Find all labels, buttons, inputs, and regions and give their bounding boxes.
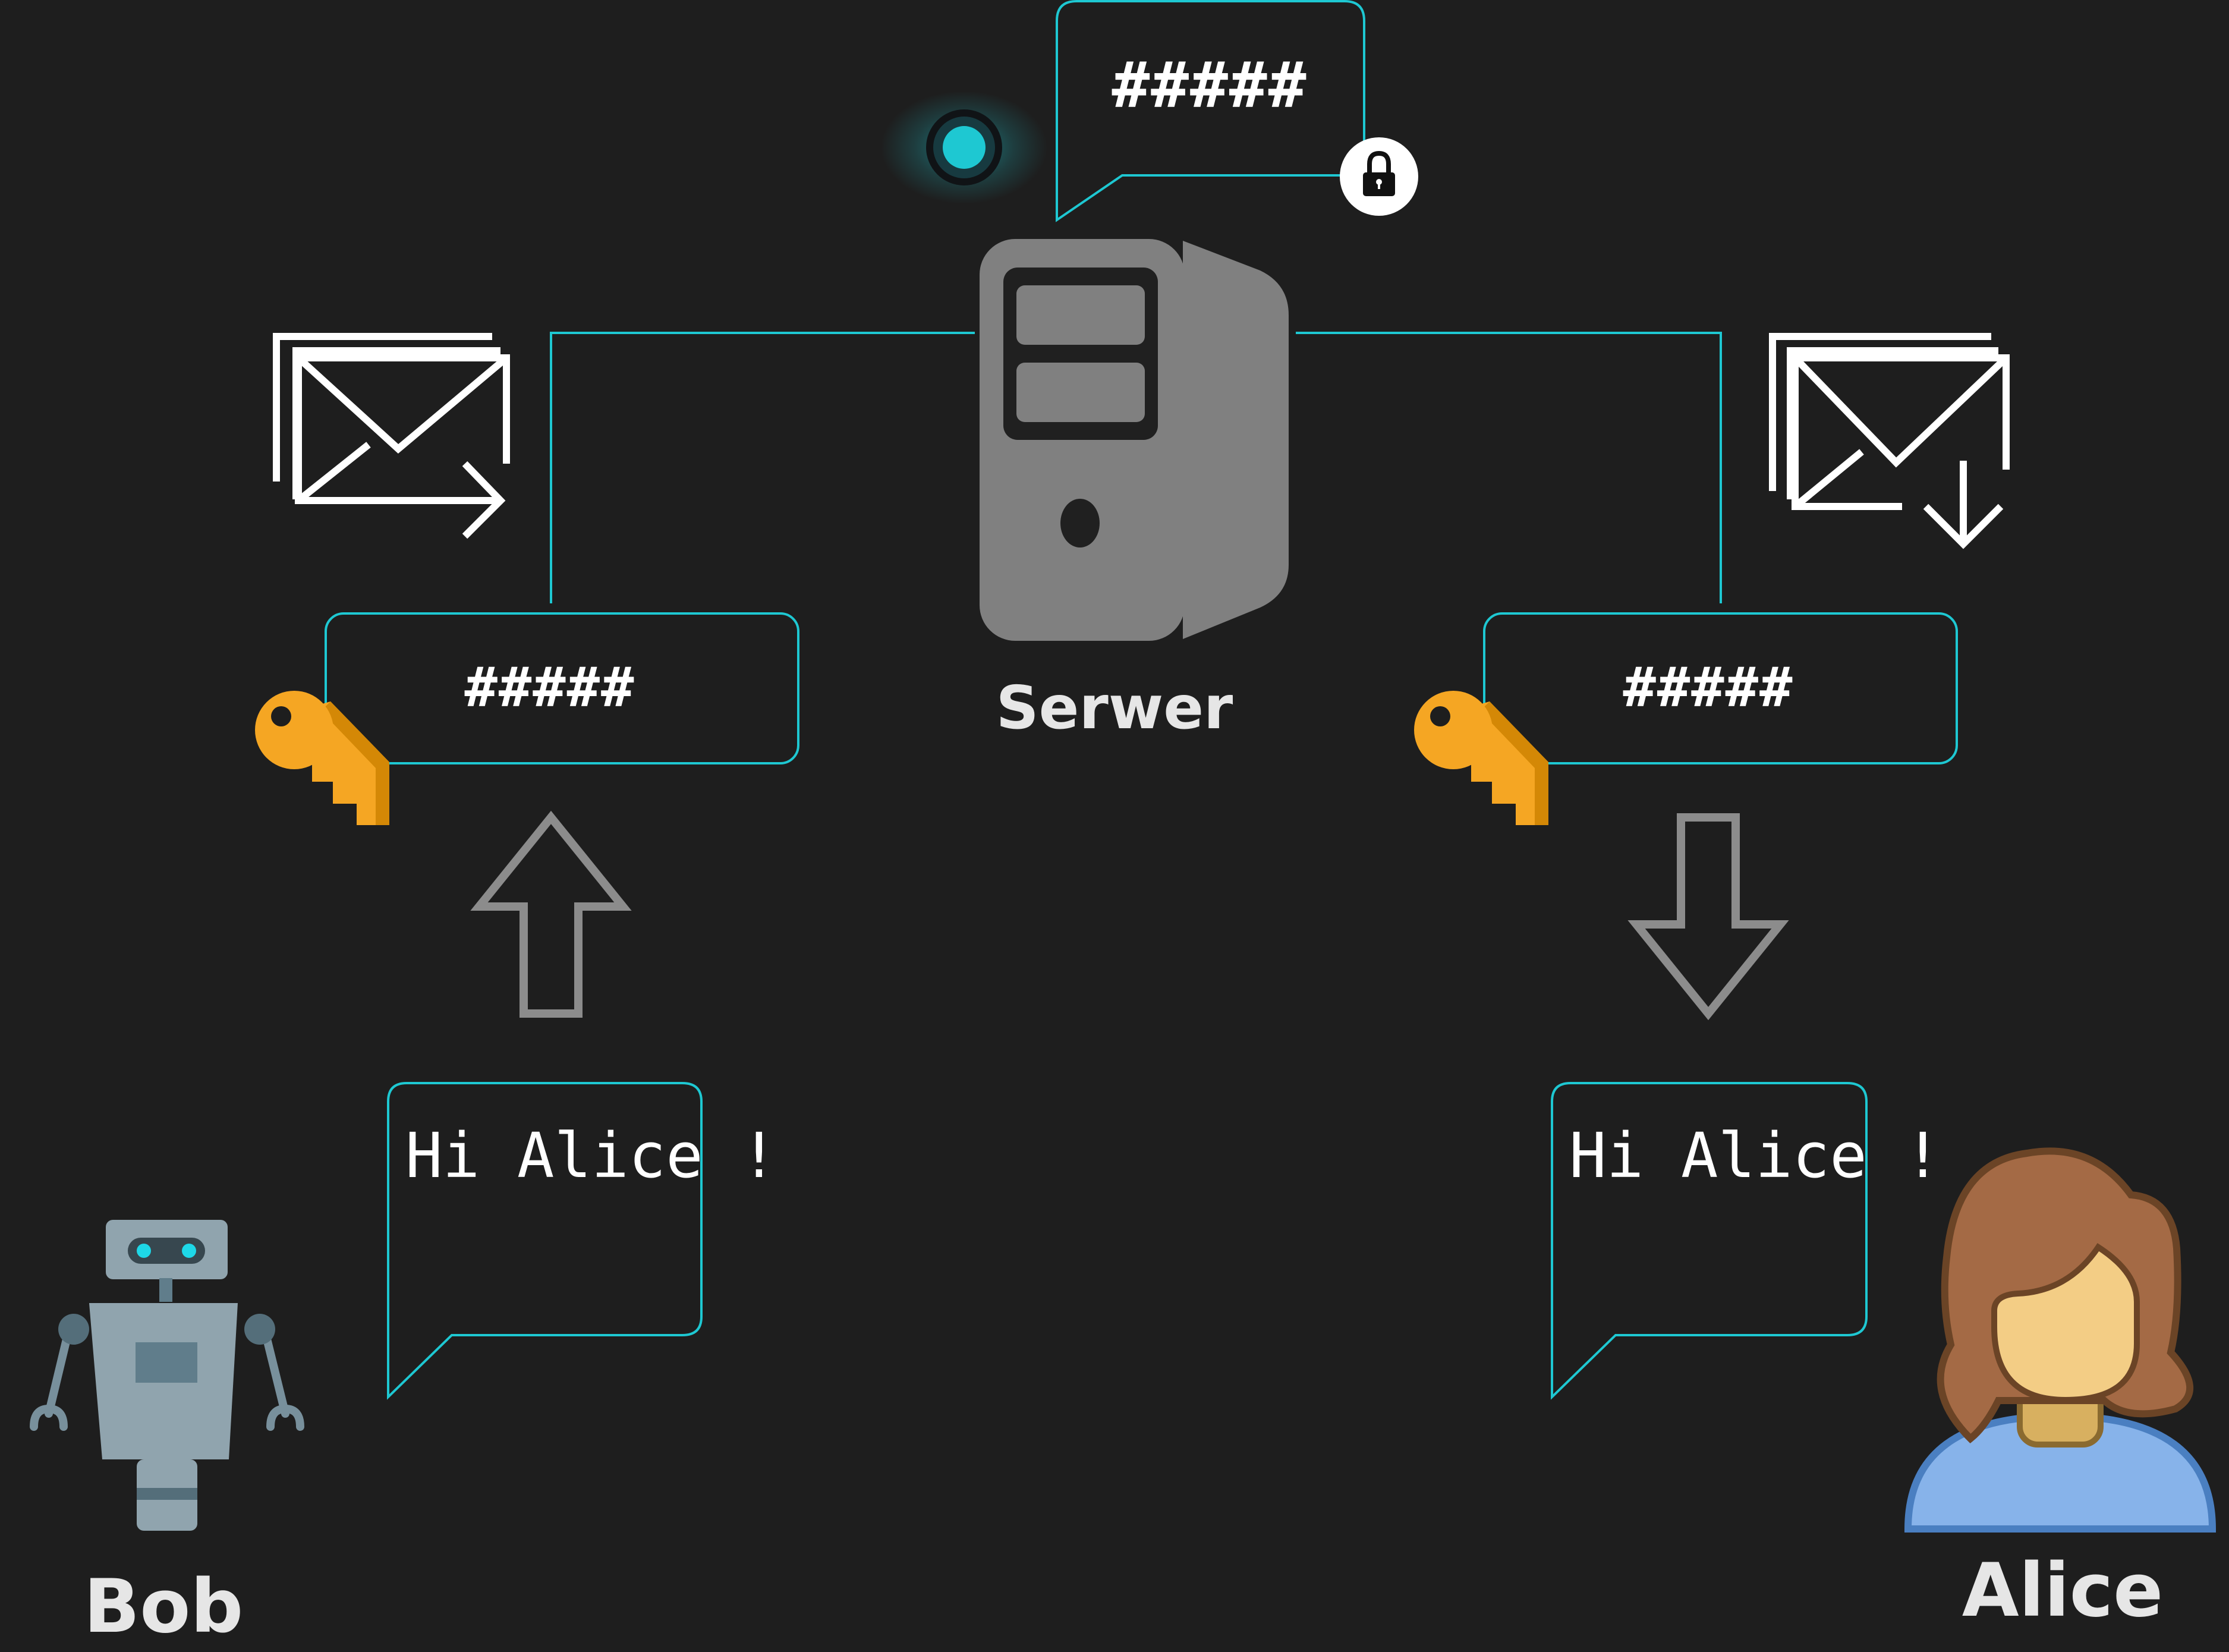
robot-icon: [30, 1220, 304, 1531]
server-bubble-text: #####: [1112, 49, 1307, 122]
bob-message-text: Hi Alice !: [405, 1119, 777, 1192]
server-tower-icon: [980, 239, 1289, 641]
send-mail-icon: [273, 333, 510, 539]
alice-label: Alice: [1962, 1548, 2164, 1634]
receive-mail-icon: [1769, 333, 2010, 549]
bob-message-bubble: Hi Alice !: [387, 1082, 777, 1400]
connector-lines: [550, 332, 1722, 603]
alice-message-text: Hi Alice !: [1569, 1119, 1941, 1192]
woman-avatar-icon: [1904, 1147, 2217, 1533]
key-icon: [255, 691, 389, 825]
padlock-icon: [1340, 137, 1418, 216]
eye-icon: [881, 91, 1047, 204]
alice-message-bubble: Hi Alice !: [1551, 1082, 1941, 1400]
bob-encrypted-box: #####: [325, 612, 799, 764]
bob-label: Bob: [84, 1564, 243, 1650]
connector-server-to-alice: [1296, 332, 1722, 603]
key-icon: [1414, 691, 1548, 825]
alice-encrypted-box: #####: [1483, 612, 1958, 764]
alice-encrypted-text: #####: [1623, 656, 1794, 719]
arrow-down-icon: [1627, 813, 1789, 1021]
server-label: Serwer: [996, 673, 1233, 742]
connector-server-to-bob: [550, 332, 975, 603]
bob-encrypted-text: #####: [465, 656, 635, 719]
arrow-up-icon: [470, 810, 632, 1018]
server-bubble: #####: [1056, 0, 1418, 222]
